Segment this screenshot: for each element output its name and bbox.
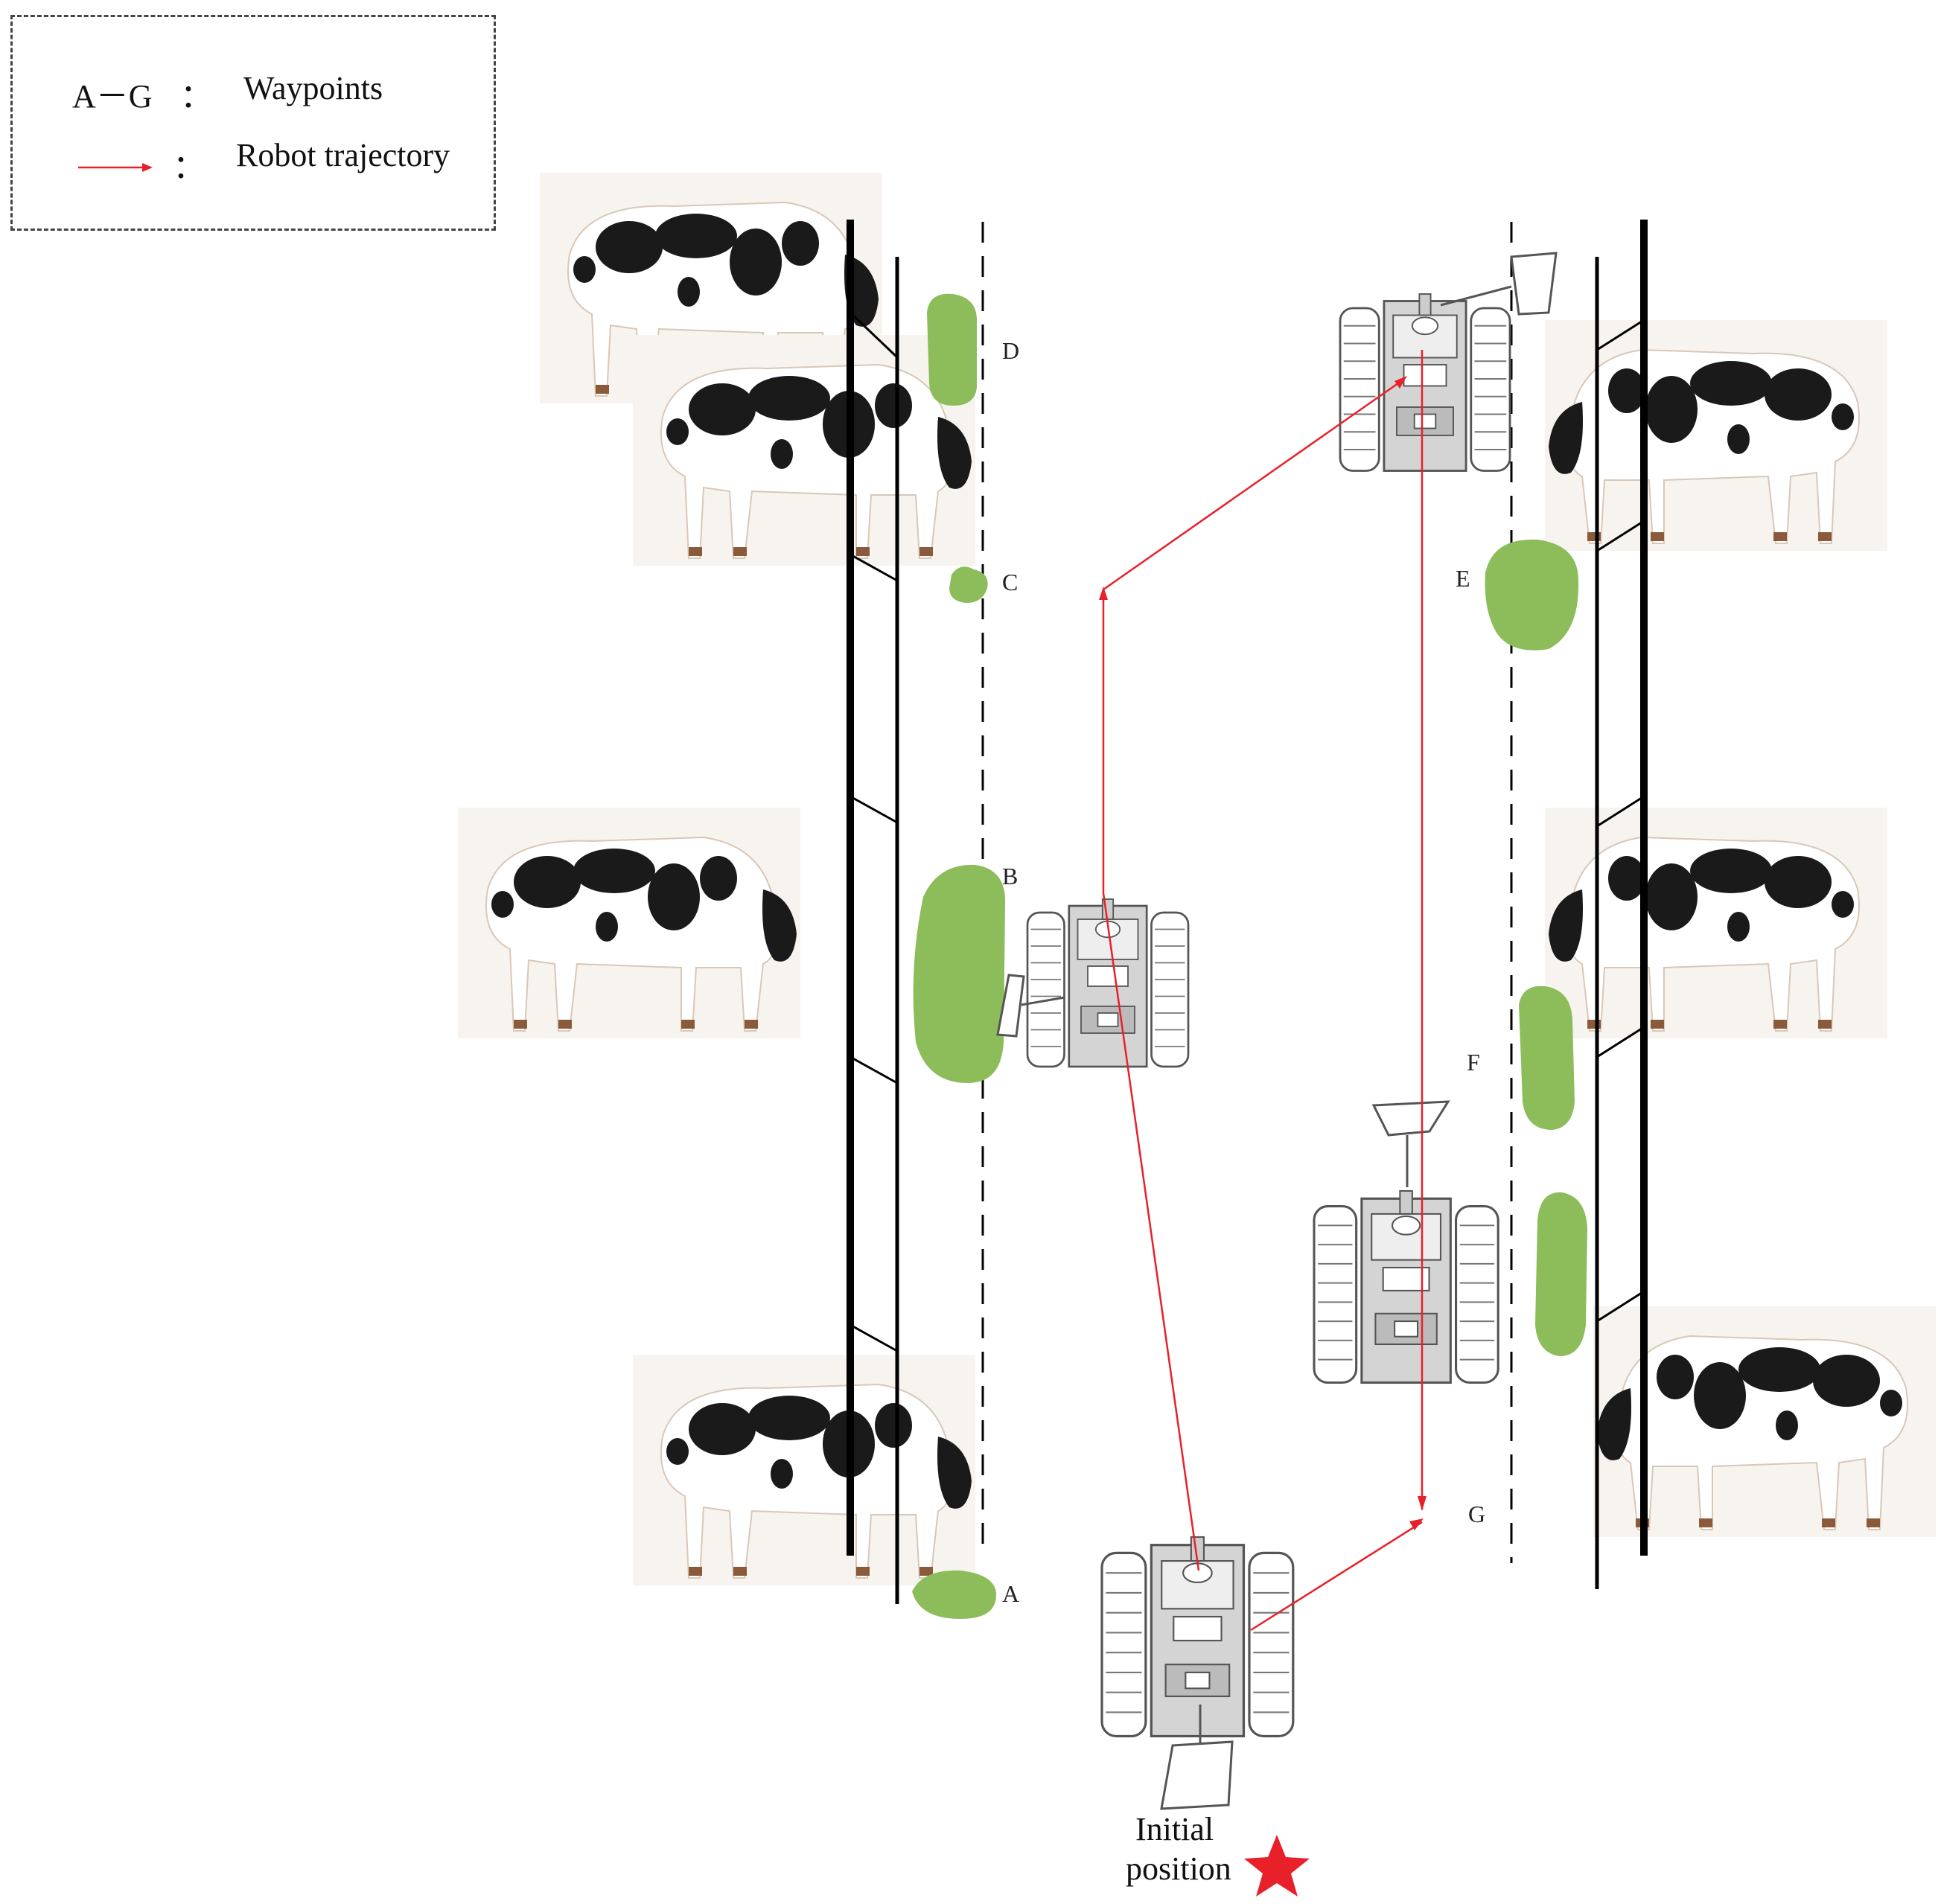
right-fence [1510,220,1648,1589]
waypoint-label-f: F [1467,1049,1480,1076]
waypoint-label-e: E [1456,565,1470,592]
legend-trajectory-label: Robot trajectory [236,137,450,173]
feed-pile-c [949,566,988,603]
waypoint-label-d: D [1002,337,1019,364]
feed-pile-e [1485,539,1579,651]
waypoint-label-c: C [1002,569,1018,595]
legend-colon-2: ： [173,149,205,185]
initial-position-label-line1: Initial [1135,1811,1214,1847]
feed-pile-f [1519,985,1575,1130]
legend-waypoints-key: A－G [72,78,153,115]
pusher-blade [1440,252,1558,316]
legend-box: A－G ： Waypoints ： Robot trajectory [10,15,496,231]
feed-pile-f2 [1535,1192,1587,1356]
pusher-blade [996,974,1065,1038]
robot-icon [1313,1189,1499,1384]
pusher-blade [1371,1100,1450,1187]
initial-position-label-line2: position [1126,1850,1231,1887]
waypoint-label-b: B [1002,863,1018,889]
cow-image [457,807,801,1039]
legend-arrow-icon [78,163,153,172]
robot-icon [1339,293,1511,472]
feed-pile-d [927,293,977,406]
cow-image [632,1354,976,1586]
star-icon [1244,1835,1310,1897]
legend-colon: ： [180,78,213,115]
waypoint-label-g: G [1468,1501,1485,1527]
feed-pile-b [913,864,1006,1083]
feed-pile-a [912,1570,997,1619]
pusher-blade [1160,1705,1234,1810]
left-fence [847,220,984,1604]
legend-waypoints-label: Waypoints [243,70,383,106]
waypoint-label-a: A [1002,1580,1019,1607]
feed-piles [912,293,1587,1619]
robot-trajectory [1102,350,1424,1632]
cow-image [632,334,976,566]
trajectory-arrowheads [1099,376,1427,1530]
